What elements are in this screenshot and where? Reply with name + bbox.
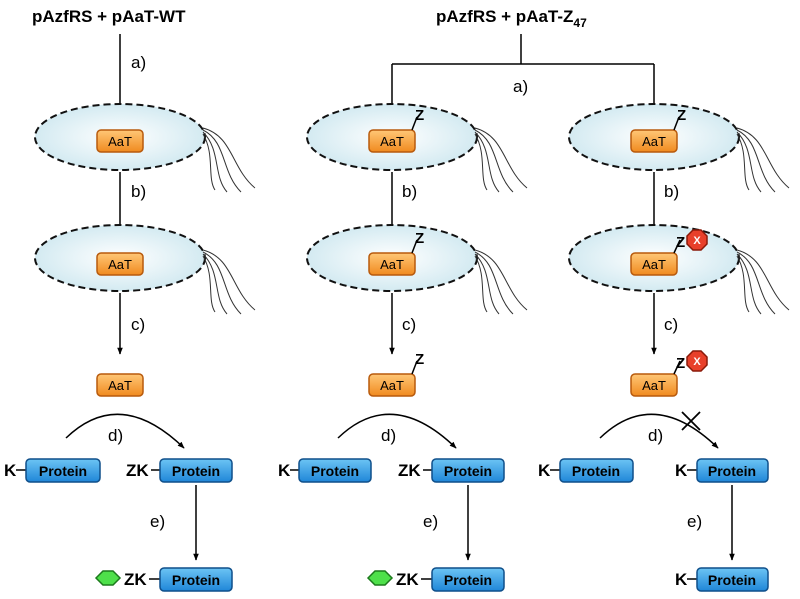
arrow — [337, 413, 457, 449]
step-c-label: c) — [402, 315, 416, 334]
aat-label: AaT — [380, 257, 404, 272]
protein-label: Protein — [311, 463, 359, 479]
title-z47: pAzfRS + pAaT-Z47 — [436, 7, 587, 30]
flagellum — [202, 127, 256, 193]
free-aat: AaT Z X — [630, 350, 708, 397]
x-label: X — [693, 356, 701, 368]
arrow — [599, 413, 719, 449]
arrow — [65, 413, 185, 449]
aat-box — [96, 129, 144, 153]
aat-label: AaT — [108, 378, 132, 393]
protein-box — [431, 458, 505, 483]
bond-line — [673, 360, 681, 375]
protein-box — [431, 567, 505, 592]
aat-label: AaT — [380, 378, 404, 393]
aat-box — [368, 252, 416, 276]
protein-box — [25, 458, 101, 483]
hexagon-label-icon — [94, 570, 122, 586]
step-e-label: e) — [150, 512, 165, 531]
flagellum — [736, 249, 790, 315]
cell: AaT Z — [306, 103, 528, 193]
free-aat: AaT — [96, 373, 144, 397]
protein-label: Protein — [444, 463, 492, 479]
z-label: Z — [415, 230, 424, 247]
protein-box — [696, 567, 769, 592]
aat-box — [96, 252, 144, 276]
step-b-label: b) — [402, 182, 417, 201]
protein-label: Protein — [172, 572, 220, 588]
step-a-label: a) — [513, 77, 528, 96]
title-wt: pAzfRS + pAaT-WT — [32, 7, 186, 26]
step-b-label: b) — [664, 182, 679, 201]
zk-prefix: ZK — [126, 461, 149, 480]
flagellum — [474, 127, 528, 193]
protein-label: Protein — [172, 463, 220, 479]
step-b-label: b) — [131, 182, 146, 201]
hexagon-label-icon — [366, 570, 394, 586]
protein-box — [696, 458, 769, 483]
aat-box — [630, 129, 678, 153]
k-prefix: K — [4, 461, 17, 480]
aat-label: AaT — [380, 134, 404, 149]
k-prefix: K — [675, 461, 688, 480]
cell: AaT Z X — [568, 224, 790, 315]
protein-label: Protein — [708, 572, 756, 588]
protein-box — [298, 458, 372, 483]
zk-prefix: ZK — [396, 570, 419, 589]
step-e-label: e) — [423, 512, 438, 531]
z-label: Z — [677, 107, 686, 124]
step-e-label: e) — [687, 512, 702, 531]
flagellum — [736, 127, 790, 193]
zk-prefix: ZK — [398, 461, 421, 480]
z-label: Z — [676, 355, 685, 372]
stop-sign-icon — [686, 350, 708, 372]
aat-box — [368, 373, 416, 397]
bond-line — [411, 239, 418, 254]
protein-label: Protein — [708, 463, 756, 479]
step-c-label: c) — [131, 315, 145, 334]
bond-line — [673, 116, 680, 131]
stop-sign-icon — [686, 229, 708, 251]
cell: AaT Z — [568, 103, 790, 193]
cell: AaT — [34, 224, 256, 315]
free-aat: AaT Z — [368, 351, 424, 397]
x-label: X — [693, 235, 701, 247]
protein-box — [159, 567, 233, 592]
cell: AaT — [34, 103, 256, 193]
bond-line — [411, 116, 418, 131]
k-prefix: K — [278, 461, 291, 480]
aat-label: AaT — [642, 134, 666, 149]
bond-line — [673, 239, 681, 254]
aat-box — [368, 129, 416, 153]
flagellum — [474, 249, 528, 315]
cross-icon — [681, 411, 701, 431]
flagellum — [202, 249, 256, 315]
aat-label: AaT — [108, 257, 132, 272]
k-prefix: K — [675, 570, 688, 589]
aat-label: AaT — [108, 134, 132, 149]
protein-label: Protein — [572, 463, 620, 479]
k-prefix: K — [538, 461, 551, 480]
protein-box — [559, 458, 634, 483]
aat-label: AaT — [642, 378, 666, 393]
aat-box — [630, 373, 678, 397]
z-label: Z — [676, 234, 685, 251]
step-d-label: d) — [108, 426, 123, 445]
zk-prefix: ZK — [124, 570, 147, 589]
protein-label: Protein — [444, 572, 492, 588]
protein-label: Protein — [39, 463, 87, 479]
protein-box — [159, 458, 233, 483]
aat-box — [96, 373, 144, 397]
bond-line — [411, 360, 418, 375]
step-d-label: d) — [381, 426, 396, 445]
aat-label: AaT — [642, 257, 666, 272]
step-a-label: a) — [131, 53, 146, 72]
z-label: Z — [415, 107, 424, 124]
cell: AaT Z — [306, 224, 528, 315]
step-c-label: c) — [664, 315, 678, 334]
aat-box — [630, 252, 678, 276]
z-label: Z — [415, 351, 424, 368]
step-d-label: d) — [648, 426, 663, 445]
